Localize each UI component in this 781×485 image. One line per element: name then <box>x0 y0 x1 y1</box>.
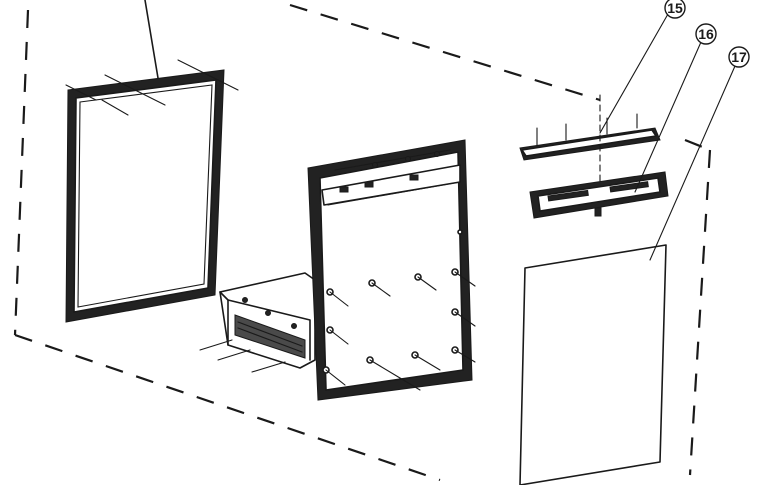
part-15-handle-strip <box>519 94 661 216</box>
callout-17-label: 17 <box>731 49 747 65</box>
drawer-tray <box>199 272 316 373</box>
callout-16: 16 <box>695 23 717 45</box>
part-16-bracket-strip <box>529 171 669 219</box>
dashed-boundary <box>13 3 712 482</box>
callout-15-label: 15 <box>667 0 683 16</box>
callout-leaders <box>599 13 736 261</box>
door-gasket-frame <box>65 0 239 323</box>
inner-door-liner <box>307 139 476 401</box>
liner-screws <box>322 229 476 386</box>
callout-15: 15 <box>664 0 686 19</box>
callout-16-label: 16 <box>698 26 714 42</box>
callout-17: 17 <box>728 46 750 68</box>
part-17-panel <box>519 244 667 485</box>
